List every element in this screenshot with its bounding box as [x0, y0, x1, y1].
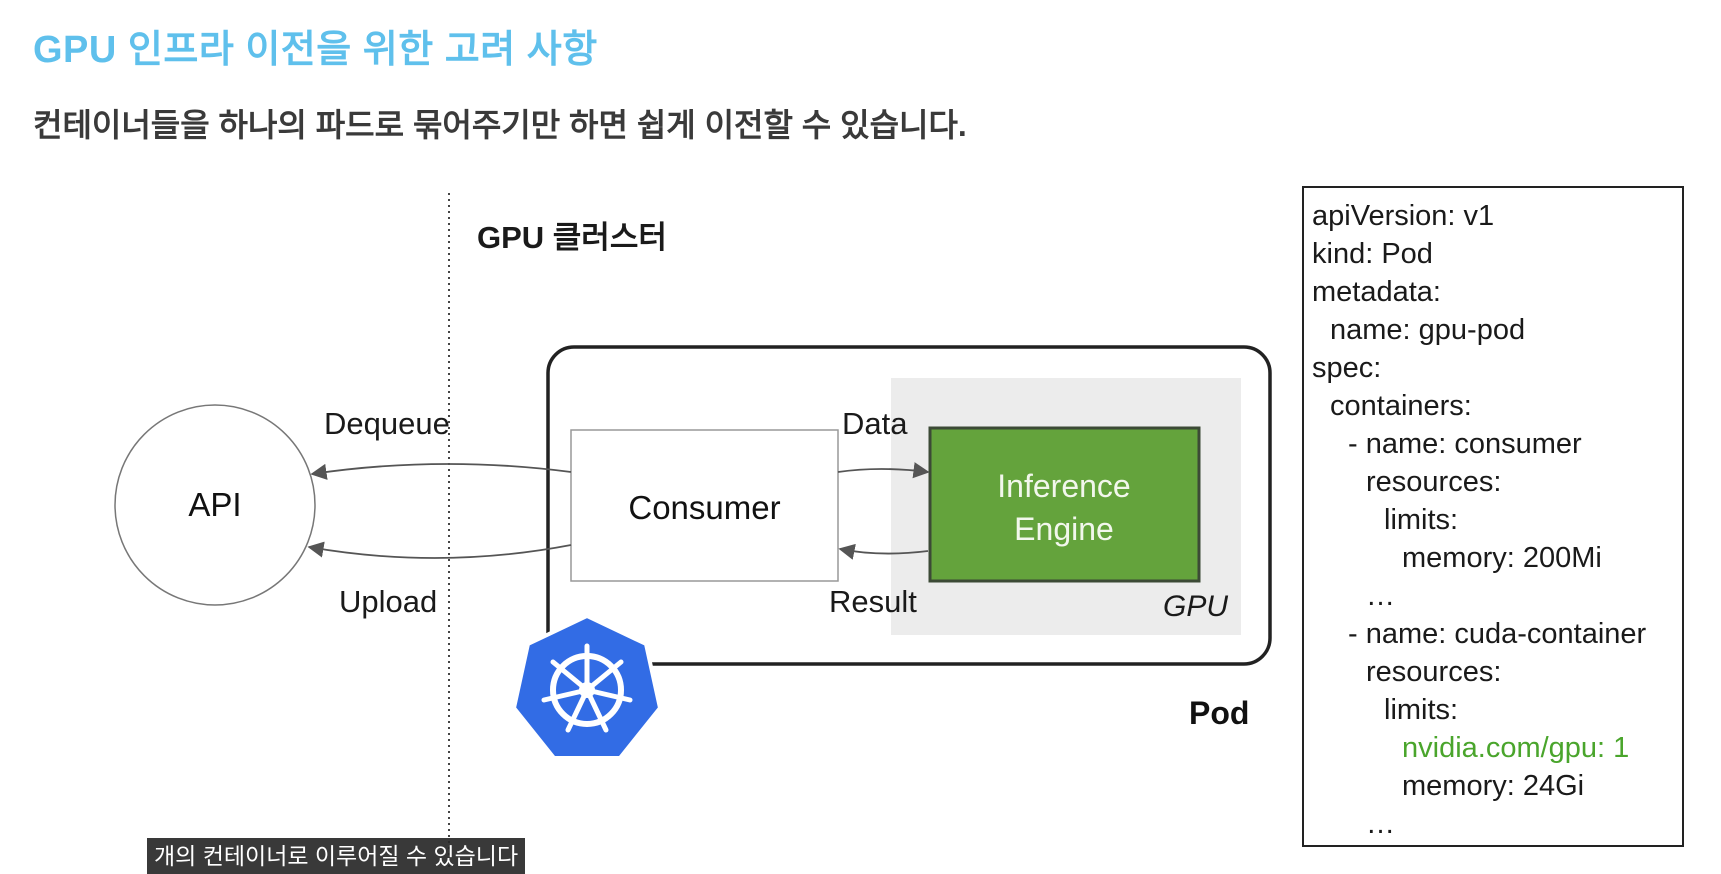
pod-container: [546, 345, 1272, 666]
slide-subtitle: 컨테이너들을 하나의 파드로 묶어주기만 하면 쉽게 이전할 수 있습니다.: [33, 107, 967, 143]
upload-label: Upload: [339, 584, 438, 619]
data-label: Data: [842, 406, 908, 441]
yaml-line: - name: cuda-container: [1348, 618, 1647, 650]
gpu-tag: GPU: [1163, 590, 1229, 623]
data-arrow: [837, 462, 930, 479]
yaml-line-gpu-limit: nvidia.com/gpu: 1: [1402, 732, 1630, 764]
yaml-line: limits:: [1384, 694, 1459, 726]
result-label: Result: [829, 584, 917, 619]
yaml-line: memory: 24Gi: [1402, 770, 1585, 802]
pod-yaml-box: apiVersion: v1 kind: Pod metadata: name:…: [1302, 186, 1684, 847]
yaml-line: spec:: [1312, 352, 1382, 384]
kubernetes-helm-wheel-icon: [511, 613, 663, 760]
inference-engine-box: [928, 426, 1201, 583]
yaml-line: …: [1366, 808, 1395, 840]
subtitle-caption: 개의 컨테이너로 이루어질 수 있습니다: [147, 838, 526, 874]
yaml-line: name: gpu-pod: [1330, 314, 1526, 346]
yaml-line: limits:: [1384, 504, 1459, 536]
yaml-line: - name: consumer: [1348, 428, 1582, 460]
yaml-line: metadata:: [1312, 276, 1441, 308]
yaml-line: …: [1366, 580, 1395, 612]
pod-label: Pod: [1189, 695, 1250, 731]
yaml-line: resources:: [1366, 466, 1502, 498]
slide-title: GPU 인프라 이전을 위한 고려 사항: [33, 29, 598, 71]
gpu-cluster-label: GPU 클러스터: [477, 220, 667, 255]
api-circle: [114, 404, 316, 606]
yaml-line: memory: 200Mi: [1402, 542, 1602, 574]
engine-label-line2: Engine: [1014, 511, 1114, 547]
result-arrow: [838, 543, 929, 560]
api-label: API: [188, 486, 242, 523]
inference-engine-label: Inference Engine: [930, 465, 1198, 551]
yaml-line: resources:: [1366, 656, 1502, 688]
yaml-line: apiVersion: v1: [1312, 200, 1495, 232]
dequeue-arrow: [310, 463, 572, 480]
consumer-box: [570, 429, 839, 582]
yaml-line: kind: Pod: [1312, 238, 1433, 270]
consumer-label: Consumer: [628, 489, 781, 526]
dequeue-label: Dequeue: [324, 406, 450, 441]
upload-arrow: [307, 541, 572, 559]
yaml-line: containers:: [1330, 390, 1472, 422]
engine-label-line1: Inference: [997, 468, 1131, 504]
